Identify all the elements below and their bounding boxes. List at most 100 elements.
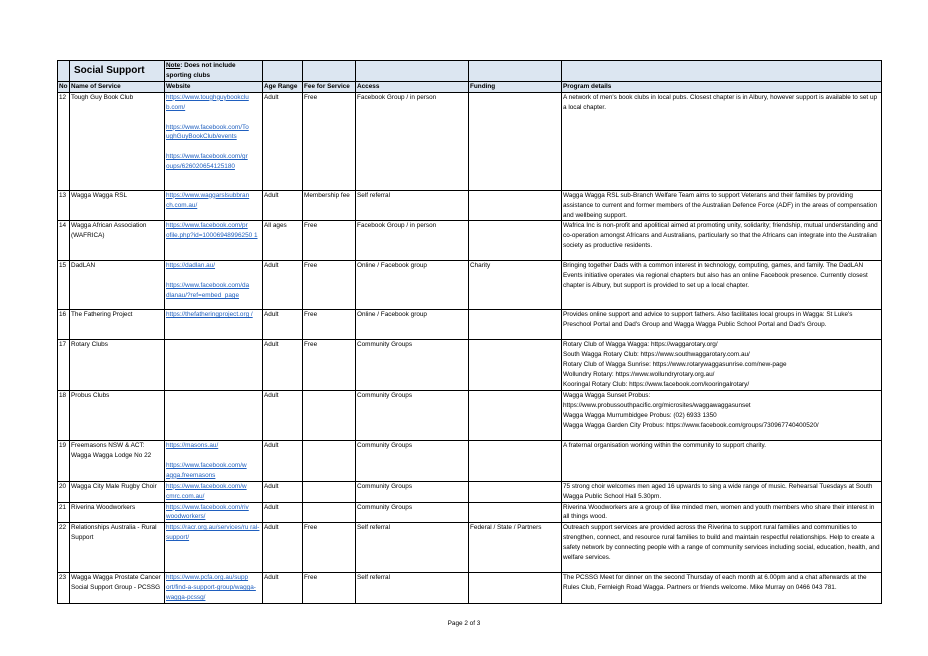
note-cell: Note: Does not include sporting clubs: [164, 60, 263, 82]
program-details: Provides online support and advice to su…: [561, 309, 882, 341]
program-details-line: 75 strong choir welcomes men aged 16 upw…: [563, 482, 873, 500]
website-link[interactable]: https://www.facebook.com/gr oups/6260206…: [166, 153, 248, 171]
service-name: Freemasons NSW & ACT: Wagga Wagga Lodge …: [69, 439, 165, 482]
fee-for-service: Membership fee: [302, 189, 356, 222]
fee-for-service: Free: [302, 339, 356, 391]
age-range: Adult: [262, 572, 303, 605]
access: Community Groups: [355, 389, 469, 441]
service-name: Relationships Australia - Rural Support: [69, 522, 165, 574]
row-number: 20: [57, 480, 70, 503]
header-fee: Fee for Service: [302, 80, 356, 93]
website-link[interactable]: https://www.waggarslsubbran ch.com.au/: [166, 191, 250, 209]
fee-for-service: [302, 389, 356, 441]
row-number: 23: [57, 572, 70, 605]
age-range: Adult: [262, 439, 303, 482]
program-details-line: Wagga Wagga Murrumbidgee Probus: (02) 69…: [563, 411, 717, 419]
fee-for-service: Free: [302, 91, 356, 191]
website-link[interactable]: https://www.facebook.com/riv woodworkers…: [166, 503, 249, 521]
service-name: Rotary Clubs: [69, 339, 165, 391]
program-details-line: Outreach support services are provided a…: [563, 524, 880, 562]
access: Online / Facebook group: [355, 309, 469, 341]
program-details-line: Rotary Club of Wagga Sunrise: https://ww…: [563, 361, 787, 369]
row-number: 21: [57, 501, 70, 524]
social-support-table: Social Support Note: Does not include sp…: [57, 60, 882, 605]
website-link[interactable]: https://dadlan.au/: [166, 262, 216, 270]
service-name: Riverina Woodworkers: [69, 501, 165, 524]
access: Online / Facebook group: [355, 260, 469, 311]
section-title: Social Support: [69, 60, 165, 82]
age-range: Adult: [262, 389, 303, 441]
program-details-line: The PCSSG Meet for dinner on the second …: [563, 574, 867, 592]
service-name: Tough Guy Book Club: [69, 91, 165, 191]
funding: Charity: [468, 260, 562, 311]
website-link[interactable]: https://www.toughguybookclu b.com/: [166, 93, 249, 111]
program-details-line: Wafrica Inc is non-profit and apolitical…: [563, 222, 878, 250]
website-cell: [164, 389, 263, 441]
row-number: 13: [57, 189, 70, 222]
website-cell: https://www.facebook.com/pr ofile.php?id…: [164, 220, 263, 262]
website-link[interactable]: https://thefatheringproject.org /: [166, 311, 253, 319]
fee-for-service: Free: [302, 220, 356, 262]
program-details-line: Wagga Wagga RSL sub-Branch Welfare Team …: [563, 191, 877, 219]
access: Community Groups: [355, 439, 469, 482]
funding: [468, 220, 562, 262]
website-cell: https://www.waggarslsubbran ch.com.au/: [164, 189, 263, 222]
access: Self referral: [355, 189, 469, 222]
service-name: Wagga City Male Rugby Choir: [69, 480, 165, 503]
program-details-line: Riverina Woodworkers are a group of like…: [563, 503, 875, 521]
access: Self referral: [355, 522, 469, 574]
program-details-line: South Wagga Rotary Club: https://www.sou…: [563, 351, 750, 359]
header-website: Website: [164, 80, 263, 93]
program-details-line: A network of men's book clubs in local p…: [563, 93, 878, 111]
page-footer: Page 2 of 3: [447, 620, 481, 627]
website-link[interactable]: https://www.facebook.com/da dlanau/?ref=…: [166, 282, 250, 300]
website-link[interactable]: https://www.facebook.com/pr ofile.php?id…: [166, 222, 258, 240]
program-details: A fraternal organisation working within …: [561, 439, 882, 482]
website-link[interactable]: https://racr.org.au/services/ru ral-supp…: [166, 524, 260, 542]
website-cell: https://thefatheringproject.org /: [164, 309, 263, 341]
funding: Federal / State / Partners: [468, 522, 562, 574]
website-cell: https://dadlan.au/https://www.facebook.c…: [164, 260, 263, 311]
age-range: Adult: [262, 480, 303, 503]
funding: [468, 501, 562, 524]
website-cell: https://www.facebook.com/riv woodworkers…: [164, 501, 263, 524]
website-cell: [164, 339, 263, 391]
fee-for-service: [302, 439, 356, 482]
row-number: 19: [57, 439, 70, 482]
age-range: Adult: [262, 339, 303, 391]
website-cell: https://www.facebook.com/w cmrc.com.au/: [164, 480, 263, 503]
website-link[interactable]: https://www.pcfa.org.au/supp ort/find-a-…: [166, 574, 256, 602]
row-number: 22: [57, 522, 70, 574]
website-link[interactable]: https://masons.au/: [166, 441, 219, 449]
service-name: Wagga Wagga Prostate Cancer Social Suppo…: [69, 572, 165, 605]
service-name: Wagga African Association (WAFRICA): [69, 220, 165, 262]
age-range: Adult: [262, 91, 303, 191]
website-link[interactable]: https://www.facebook.com/To ughGuyBookCl…: [166, 123, 249, 141]
age-range: Adult: [262, 309, 303, 341]
table-title-row: Social Support Note: Does not include sp…: [57, 60, 882, 82]
program-details: Wagga Wagga Sunset Probus:https://www.pr…: [561, 389, 882, 441]
funding: [468, 480, 562, 503]
program-details-line: A fraternal organisation working within …: [563, 441, 767, 449]
fee-for-service: Free: [302, 572, 356, 605]
row-number: 16: [57, 309, 70, 341]
program-details-line: Bringing together Dads with a common int…: [563, 262, 868, 290]
program-details: A network of men's book clubs in local p…: [561, 91, 882, 191]
age-range: Adult: [262, 501, 303, 524]
website-link[interactable]: https://www.facebook.com/w agga.freemaso…: [166, 461, 247, 479]
row-number: 15: [57, 260, 70, 311]
website-link[interactable]: https://www.facebook.com/w cmrc.com.au/: [166, 482, 247, 500]
website-cell: https://www.pcfa.org.au/supp ort/find-a-…: [164, 572, 263, 605]
website-cell: https://racr.org.au/services/ru ral-supp…: [164, 522, 263, 574]
fee-for-service: [302, 501, 356, 524]
age-range: All ages: [262, 220, 303, 262]
header-no: No: [57, 80, 70, 93]
program-details: Rotary Club of Wagga Wagga: https://wagg…: [561, 339, 882, 391]
fee-for-service: Free: [302, 309, 356, 341]
